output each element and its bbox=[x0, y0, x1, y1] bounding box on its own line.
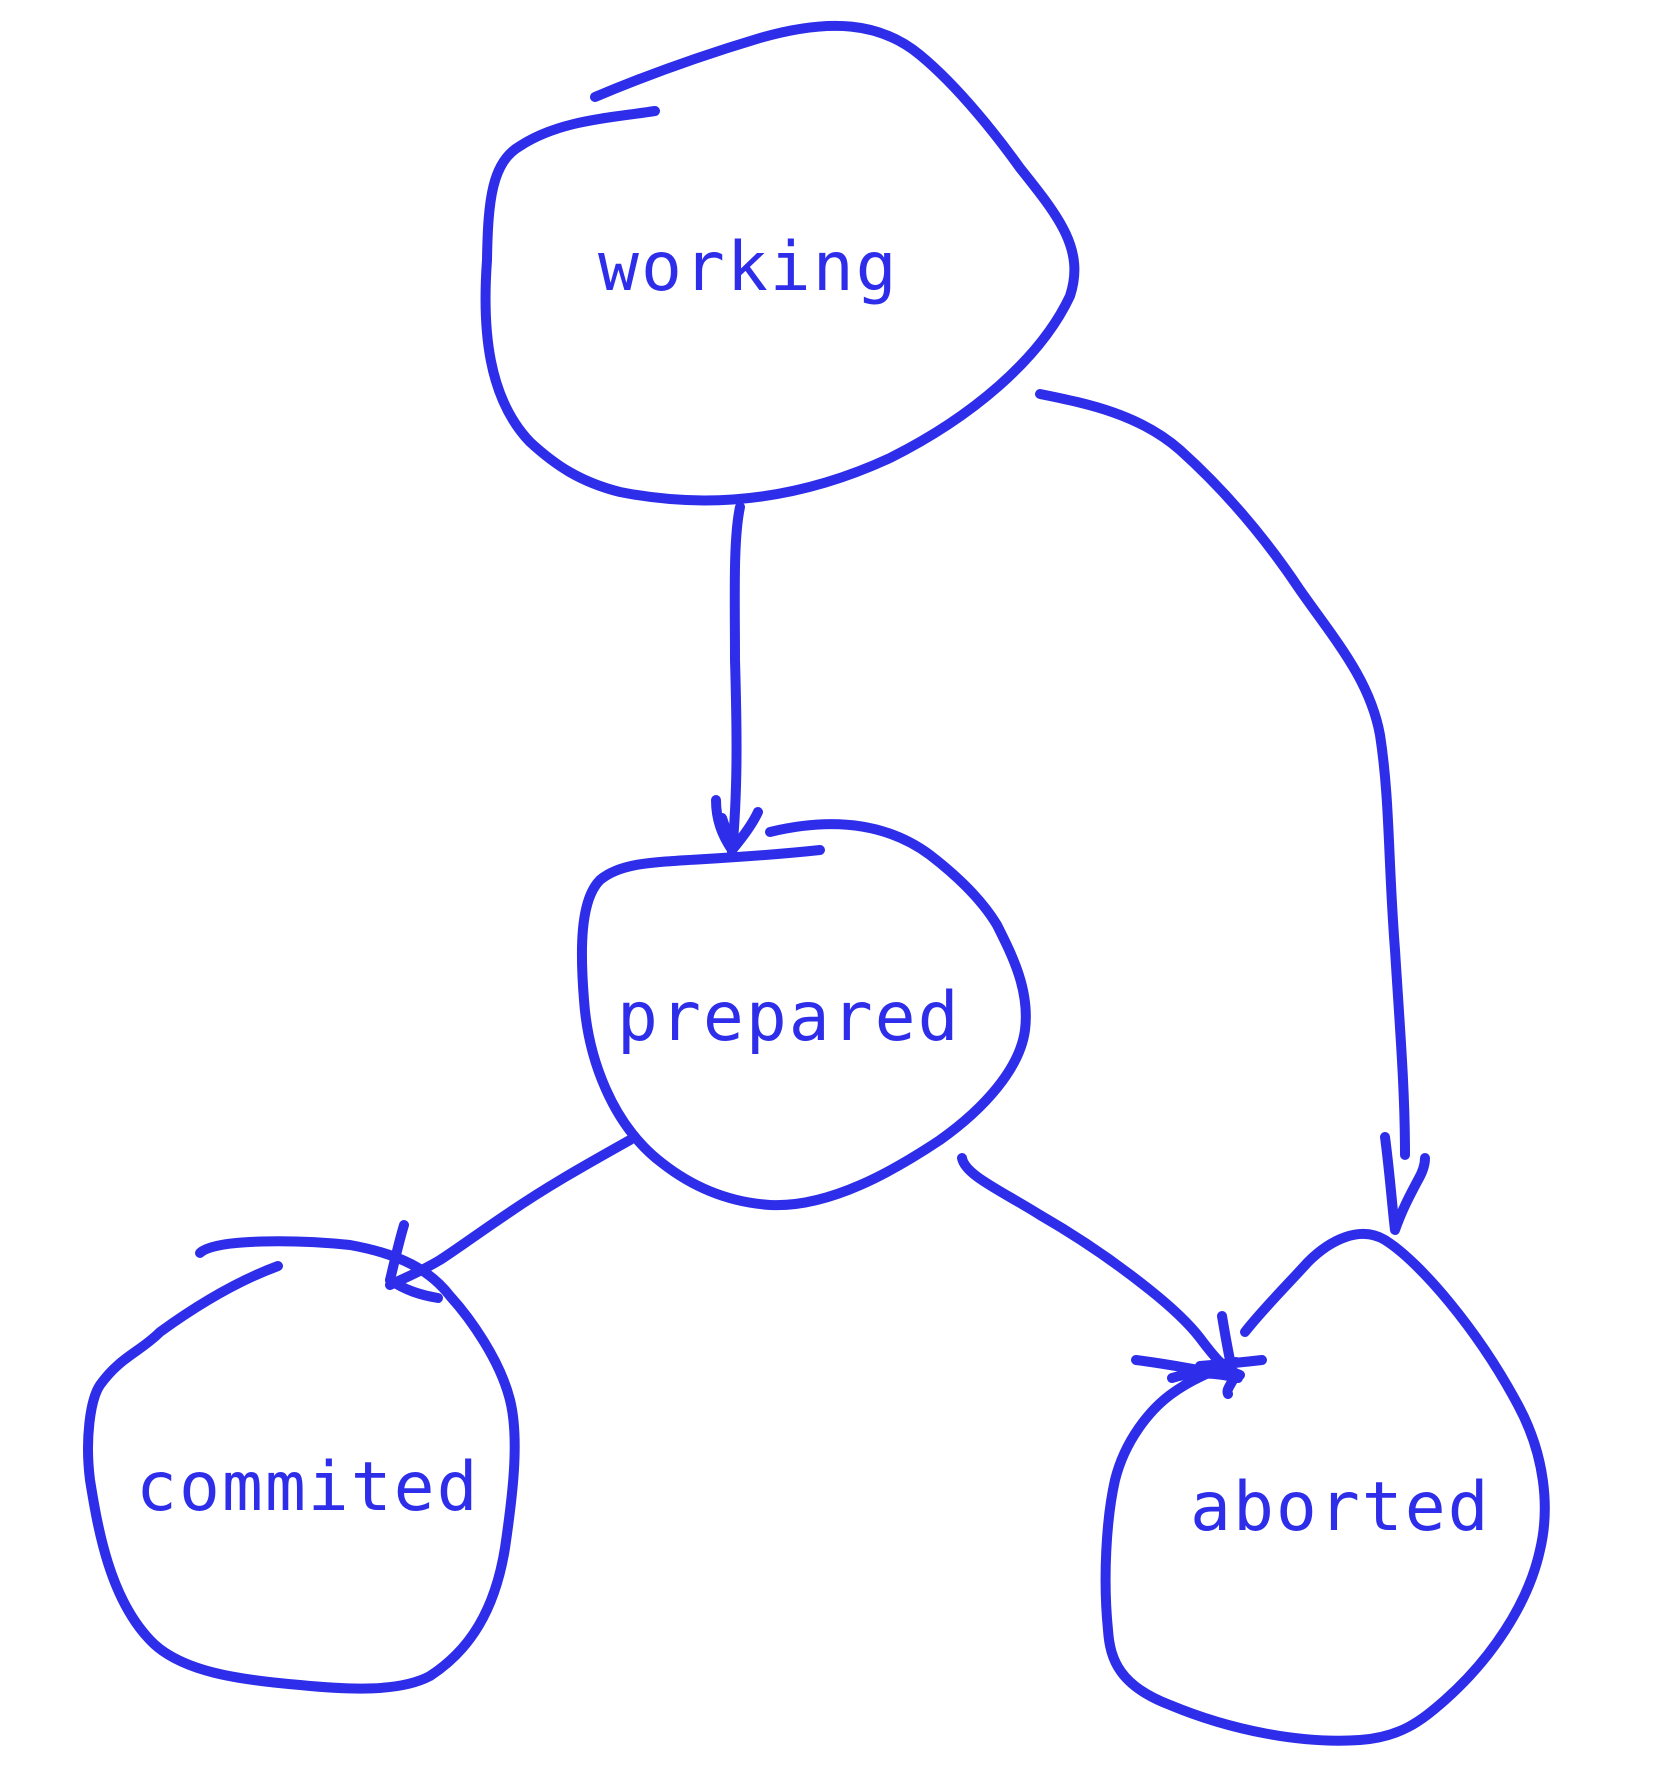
arrowhead-working-prepared bbox=[711, 795, 763, 855]
transition-prepared-to-commited bbox=[385, 1135, 635, 1303]
transition-line-prepared-aborted bbox=[957, 1153, 1245, 1380]
transition-line-working-prepared bbox=[727, 502, 745, 857]
state-node-prepared: prepared bbox=[576, 819, 1031, 1211]
transition-working-to-aborted bbox=[1035, 389, 1430, 1235]
transition-working-to-prepared bbox=[711, 502, 763, 857]
transition-line-working-aborted bbox=[1035, 389, 1410, 1160]
state-outline-aborted bbox=[1100, 1228, 1550, 1746]
arrowhead-prepared-aborted bbox=[1131, 1311, 1267, 1399]
state-label-prepared: prepared bbox=[617, 978, 961, 1057]
state-outline-commited bbox=[83, 1236, 520, 1694]
state-label-working: working bbox=[598, 228, 899, 307]
state-outline-working bbox=[480, 20, 1080, 506]
transition-prepared-to-aborted bbox=[957, 1153, 1267, 1399]
state-label-aborted: aborted bbox=[1190, 1468, 1491, 1547]
state-node-working: working bbox=[480, 20, 1080, 506]
arrowhead-prepared-commited bbox=[385, 1220, 443, 1303]
state-outline-prepared bbox=[576, 819, 1031, 1211]
state-node-aborted: aborted bbox=[1100, 1228, 1550, 1746]
state-node-commited: commited bbox=[83, 1236, 520, 1694]
arrowhead-working-aborted bbox=[1380, 1132, 1430, 1235]
state-label-commited: commited bbox=[136, 1448, 480, 1527]
transition-line-prepared-commited bbox=[385, 1135, 635, 1290]
